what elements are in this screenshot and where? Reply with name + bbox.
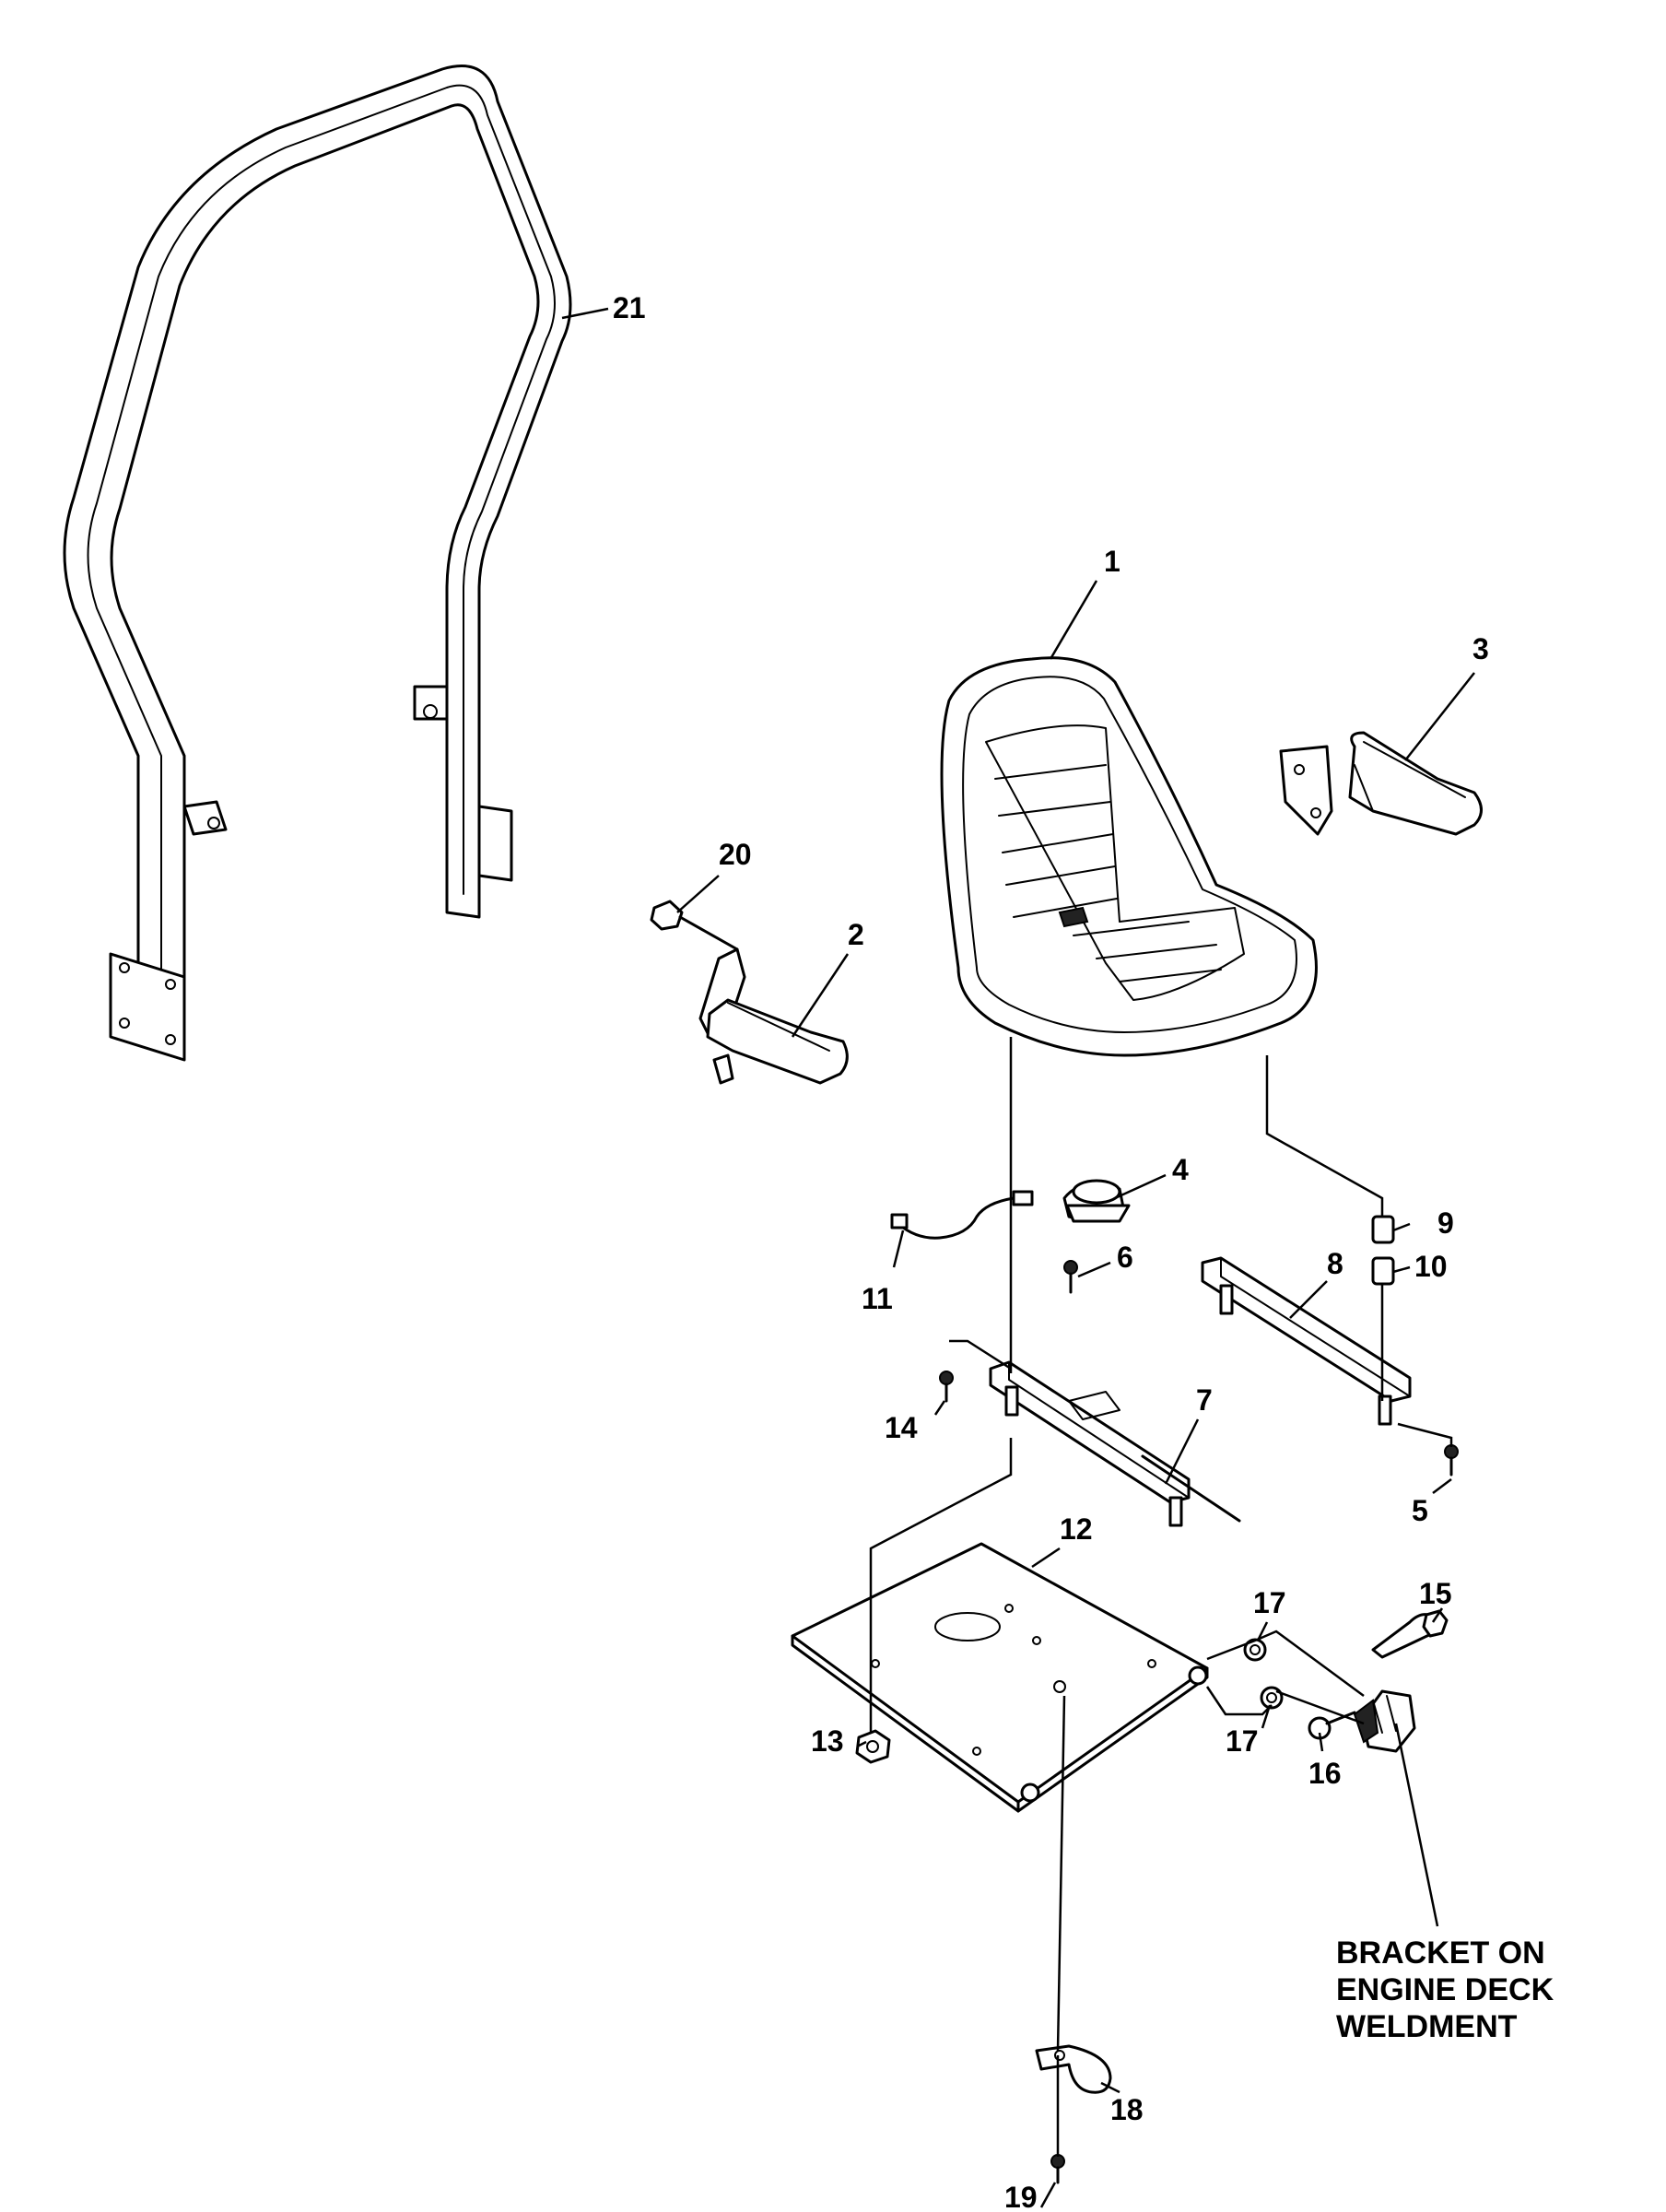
callout-19: 19 — [1004, 2181, 1038, 2212]
armrest-right — [1279, 731, 1483, 836]
callout-13: 13 — [811, 1724, 844, 1758]
roll-bar — [63, 65, 572, 1062]
callout-4: 4 — [1172, 1153, 1189, 1186]
wiring-harness — [890, 1190, 1034, 1240]
note-line-1: BRACKET ON — [1336, 1936, 1545, 1971]
seat — [940, 656, 1318, 1057]
slide-rail-right — [1201, 1256, 1412, 1426]
callout-17-upper: 17 — [1253, 1586, 1286, 1619]
callout-labels: 1 2 3 4 5 6 7 8 9 10 11 12 13 14 15 16 1… — [613, 291, 1489, 2212]
callout-14: 14 — [885, 1411, 918, 1444]
armrest-left — [650, 900, 849, 1085]
bushings — [1243, 1638, 1284, 1710]
bracket-note: BRACKET ON ENGINE DECK WELDMENT — [1336, 1936, 1555, 2044]
nut — [855, 1729, 891, 1764]
callout-18: 18 — [1110, 2093, 1144, 2126]
note-line-2: ENGINE DECK — [1336, 1972, 1555, 2007]
note-line-3: WELDMENT — [1336, 2009, 1518, 2044]
callout-3: 3 — [1472, 632, 1489, 665]
callout-9: 9 — [1437, 1206, 1454, 1240]
callout-leaders — [561, 307, 1475, 2208]
callout-17-lower: 17 — [1226, 1724, 1259, 1758]
callout-1: 1 — [1104, 545, 1120, 578]
callout-8: 8 — [1327, 1247, 1343, 1280]
callout-5: 5 — [1412, 1494, 1428, 1527]
seat-plate — [791, 1542, 1209, 1813]
callout-15: 15 — [1419, 1577, 1452, 1610]
seat-switch — [1062, 1179, 1131, 1294]
callout-11: 11 — [862, 1282, 893, 1315]
callout-6: 6 — [1117, 1241, 1133, 1274]
bolts — [939, 1371, 1459, 1477]
callout-21: 21 — [613, 291, 646, 324]
callout-12: 12 — [1060, 1512, 1093, 1546]
cable-clip — [1035, 2044, 1112, 2184]
callout-7: 7 — [1196, 1383, 1213, 1417]
callout-10: 10 — [1414, 1250, 1448, 1283]
callout-2: 2 — [848, 918, 864, 951]
assembly-lines — [869, 1037, 1453, 2157]
callout-16: 16 — [1308, 1757, 1342, 1790]
deck-bracket — [1308, 1609, 1449, 1753]
callout-20: 20 — [719, 838, 752, 871]
spacers — [1371, 1215, 1395, 1286]
